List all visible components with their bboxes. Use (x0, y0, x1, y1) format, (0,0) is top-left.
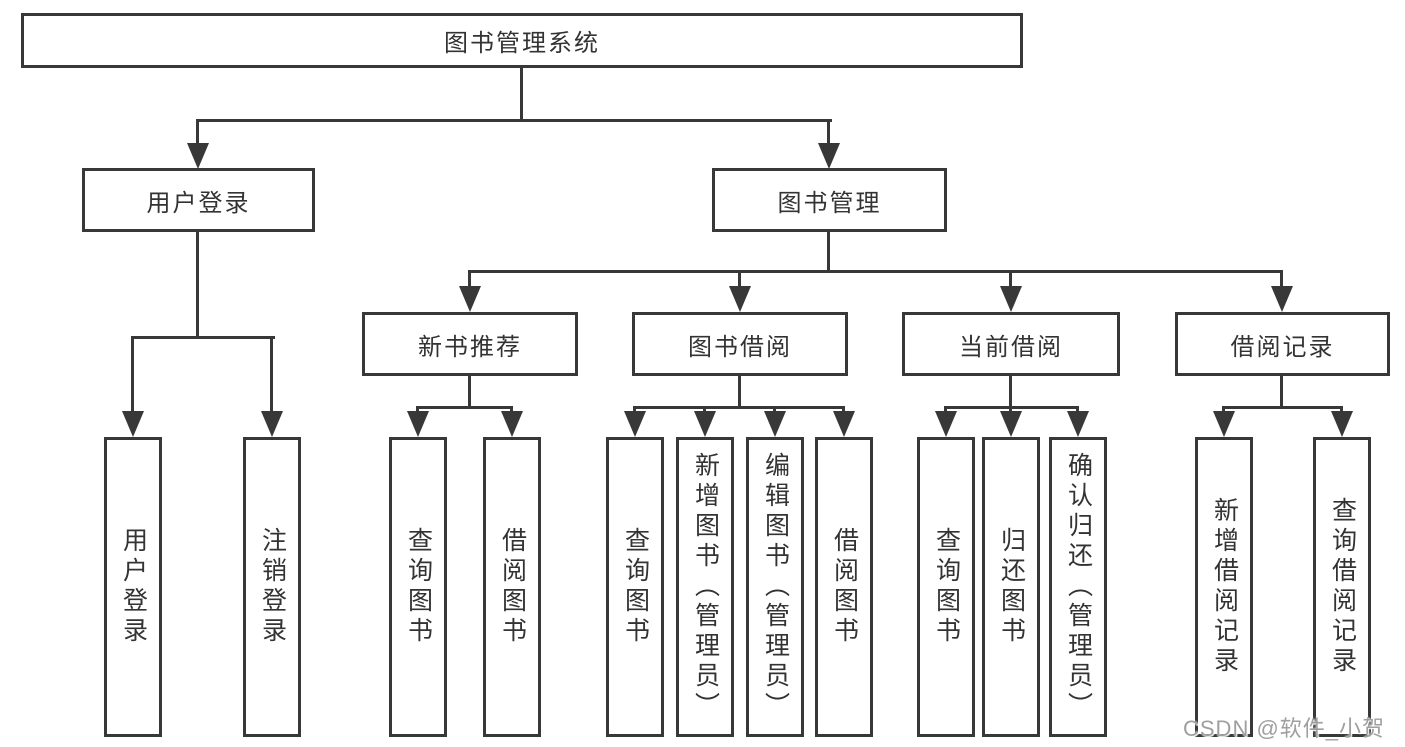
node-current-borrow: 当前借阅 (902, 312, 1120, 376)
node-new-book-recommend: 新书推荐 (362, 312, 578, 376)
node-book-management: 图书管理 (712, 168, 947, 232)
leaf-borrow-books-2: 借阅图书 (815, 437, 873, 737)
leaf-query-books-1: 查询图书 (389, 437, 447, 737)
arrowhead-edit-book (764, 411, 786, 437)
leaf-add-book-admin: 新增图书（管理员） (676, 437, 734, 737)
arrowhead-add-borrow-record (1213, 411, 1235, 437)
connector-drop-leaf-logout (270, 336, 273, 414)
connector-drop-query-books-2 (633, 406, 636, 414)
leaf-borrow-books-1: 借阅图书 (483, 437, 541, 737)
connector-drop-user-login (196, 119, 199, 147)
leaf-query-borrow-record: 查询借阅记录 (1313, 437, 1371, 737)
connector-drop-return-book (1009, 406, 1012, 414)
leaf-user-login: 用户登录 (104, 437, 162, 737)
node-library-system: 图书管理系统 (21, 13, 1023, 68)
arrowhead-add-book (694, 411, 716, 437)
leaf-confirm-return-admin: 确认归还（管理员） (1049, 437, 1107, 737)
connector-drop-new-book-recommend (468, 270, 471, 290)
connector-current-borrow-stem (1009, 376, 1012, 409)
connector-drop-edit-book (773, 406, 776, 414)
node-user-login: 用户登录 (82, 168, 315, 232)
arrowhead-user-login (187, 143, 209, 169)
leaf-query-books-3: 查询图书 (917, 437, 975, 737)
arrowhead-confirm-return (1067, 411, 1089, 437)
connector-book-borrow-branch (633, 406, 845, 409)
connector-book-management-branch (468, 270, 1283, 273)
connector-new-book-recommend-stem (468, 376, 471, 409)
arrowhead-query-borrow-record (1331, 411, 1353, 437)
arrowhead-return-book (1000, 411, 1022, 437)
node-book-borrow: 图书借阅 (632, 312, 848, 376)
leaf-logout: 注销登录 (243, 437, 301, 737)
connector-drop-book-borrow (738, 270, 741, 290)
node-borrow-records: 借阅记录 (1175, 312, 1390, 376)
connector-root-stem (520, 68, 523, 122)
leaf-query-books-2: 查询图书 (606, 437, 664, 737)
leaf-edit-book-admin: 编辑图书（管理员） (746, 437, 804, 737)
arrowhead-query-books-3 (935, 411, 957, 437)
arrowhead-leaf-user-login (122, 411, 144, 437)
arrowhead-query-books-2 (624, 411, 646, 437)
connector-drop-current-borrow (1009, 270, 1012, 290)
arrowhead-new-book-recommend (459, 286, 481, 312)
connector-drop-query-books-1 (416, 406, 419, 414)
connector-drop-add-book (703, 406, 706, 414)
arrowhead-leaf-logout (261, 411, 283, 437)
arrowhead-borrow-books-1 (501, 411, 523, 437)
connector-drop-query-borrow-record (1340, 406, 1343, 414)
connector-new-book-recommend-branch (416, 406, 513, 409)
connector-book-management-stem (827, 232, 830, 273)
csdn-watermark: CSDN @软件_小贺同学 (1183, 716, 1386, 741)
arrowhead-borrow-books-2 (833, 411, 855, 437)
connector-borrow-records-stem (1280, 376, 1283, 409)
connector-drop-leaf-user-login (131, 336, 134, 414)
arrowhead-borrow-records (1271, 286, 1293, 312)
connector-drop-book-management (827, 119, 830, 147)
connector-user-login-branch (131, 336, 275, 339)
arrowhead-current-borrow (1000, 286, 1022, 312)
connector-drop-borrow-books-1 (510, 406, 513, 414)
connector-drop-query-books-3 (944, 406, 947, 414)
connector-root-branch (196, 119, 832, 122)
arrowhead-query-books-1 (407, 411, 429, 437)
connector-drop-borrow-books-2 (842, 406, 845, 414)
arrowhead-book-management (818, 143, 840, 169)
connector-drop-confirm-return (1076, 406, 1079, 414)
connector-drop-borrow-records (1280, 270, 1283, 290)
leaf-add-borrow-record: 新增借阅记录 (1195, 437, 1253, 737)
connector-drop-add-borrow-record (1222, 406, 1225, 414)
connector-book-borrow-stem (738, 376, 741, 409)
leaf-return-book: 归还图书 (982, 437, 1040, 737)
arrowhead-book-borrow (729, 286, 751, 312)
connector-user-login-stem (196, 232, 199, 339)
connector-borrow-records-branch (1222, 406, 1343, 409)
